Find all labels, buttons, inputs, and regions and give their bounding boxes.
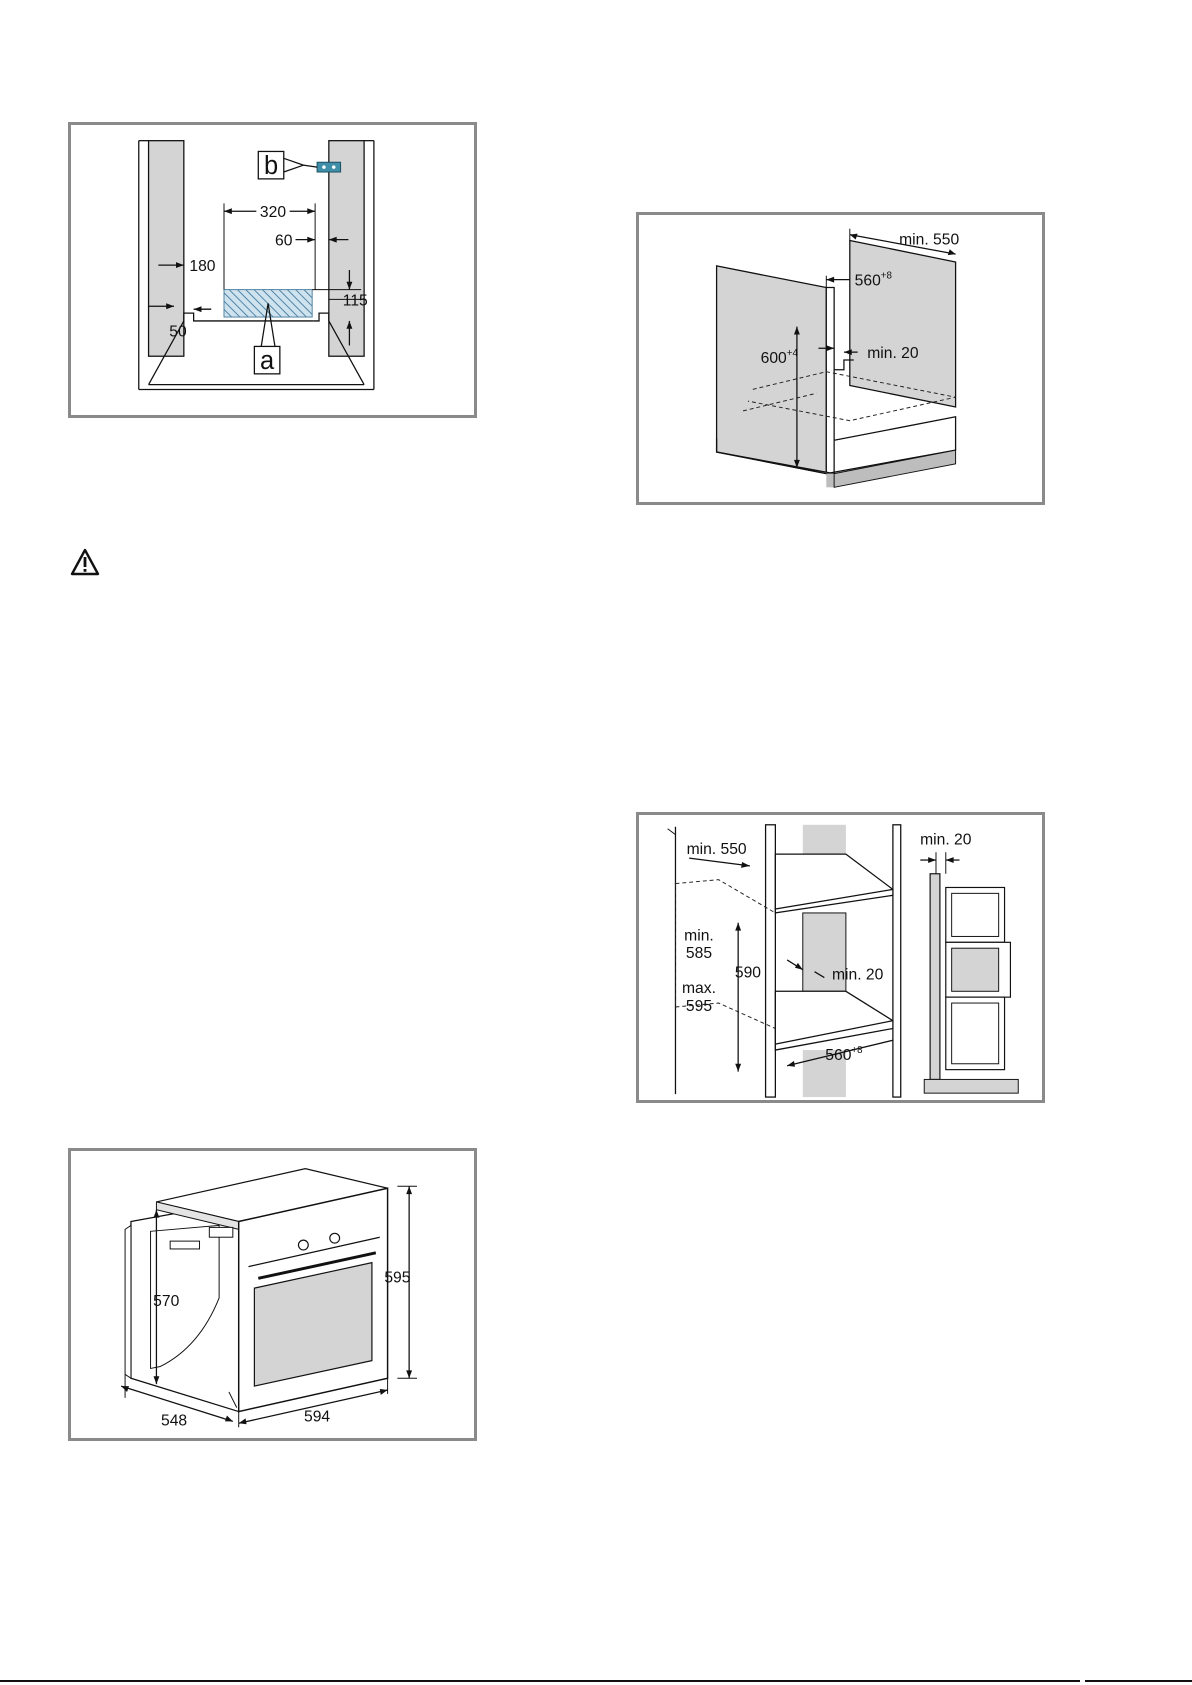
dim-570: 570	[153, 1293, 179, 1310]
figure-cabinet-front-clearances: b a 320 60 180 115 50	[68, 122, 477, 418]
dim-min-label: min.	[684, 927, 714, 944]
side-view-wall	[930, 874, 940, 1080]
dim-min-550: min. 550	[687, 841, 747, 858]
figure-under-counter-drawing: min. 550 560+8 600+4 min. 20	[639, 215, 1042, 502]
dim-50: 50	[169, 324, 187, 341]
dim-594: 594	[304, 1408, 330, 1425]
figure-under-counter-cabinet: min. 550 560+8 600+4 min. 20	[636, 212, 1045, 505]
dim-320: 320	[260, 204, 286, 221]
dim-590: 590	[735, 965, 761, 982]
figure-tall-cabinet-drawing: min. 550 min. 585 max. 595 590 min. 20 5…	[639, 815, 1042, 1100]
dim-min-20-top: min. 20	[920, 831, 972, 848]
figure-cabinet-front-drawing: b a 320 60 180 115 50	[71, 125, 474, 415]
figure-oven-dimensions: 595 570 548 594	[68, 1148, 477, 1441]
dim-560: 560+8	[825, 1045, 863, 1064]
figure-oven-drawing: 595 570 548 594	[71, 1151, 474, 1438]
dim-max-label: max.	[682, 980, 716, 997]
dim-548: 548	[161, 1412, 187, 1429]
dim-60: 60	[275, 233, 293, 250]
bracket-b-icon	[317, 162, 341, 172]
callout-b-label: b	[264, 152, 278, 180]
dim-min-20: min. 20	[867, 345, 919, 362]
dim-595: 595	[384, 1269, 410, 1286]
dim-115: 115	[343, 292, 368, 309]
back-panel	[850, 240, 956, 407]
left-side-panel	[717, 266, 827, 474]
page-bottom-rule	[0, 1680, 1080, 1682]
dim-min-20-middle: min. 20	[832, 967, 884, 984]
dim-595: 595	[686, 998, 712, 1015]
dim-180: 180	[189, 258, 215, 275]
dim-min-550: min. 550	[899, 231, 959, 248]
dim-585: 585	[686, 945, 712, 962]
figure-tall-cabinet: min. 550 min. 585 max. 595 590 min. 20 5…	[636, 812, 1045, 1103]
warning-triangle-icon	[70, 548, 100, 576]
callout-a-label: a	[260, 347, 275, 375]
page-bottom-rule-right	[1085, 1680, 1192, 1682]
right-side-panel	[329, 141, 364, 357]
